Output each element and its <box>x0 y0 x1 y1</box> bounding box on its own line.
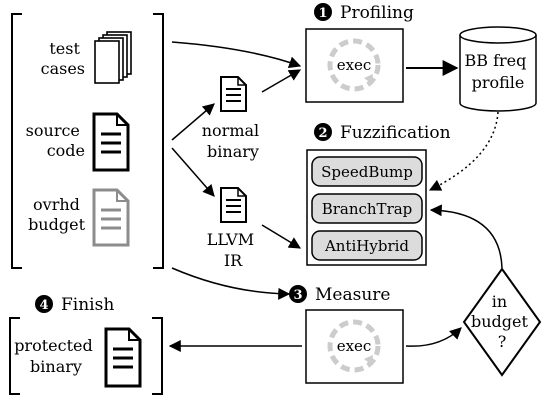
llvm-ir-label: LLVM IR <box>207 230 259 270</box>
step-2-title: Fuzzification <box>340 123 451 143</box>
inputs-group: test cases source code ovrhd budget <box>11 13 164 269</box>
measure-exec-label: exec <box>337 337 372 355</box>
arrow-source-to-normal-binary <box>171 103 215 141</box>
step-3-marker-number: 3 <box>293 288 302 303</box>
protected-binary-label: protected binary <box>14 336 98 376</box>
step-1-title: Profiling <box>340 3 414 23</box>
profiling-exec-label: exec <box>337 56 372 74</box>
inputs-right-bracket <box>153 13 164 269</box>
step-2-heading: 2 Fuzzification <box>314 123 451 143</box>
in-budget-decision <box>462 267 542 377</box>
arrow-normal-binary-to-profiling <box>261 69 302 93</box>
inputs-left-bracket <box>11 13 22 269</box>
step-2-marker-number: 2 <box>318 126 327 141</box>
svg-text:AntiHybrid: AntiHybrid <box>324 237 409 255</box>
test-cases-label: test cases <box>41 39 85 78</box>
output-left-bracket <box>9 317 20 395</box>
arrow-llvm-ir-to-fuzzification <box>261 224 302 249</box>
svg-text:BranchTrap: BranchTrap <box>322 200 413 218</box>
protected-binary-document-icon <box>104 327 142 388</box>
profiling-cycle-icon <box>327 38 381 92</box>
arrow-inputs-to-measure <box>171 267 291 300</box>
source-code-document-icon <box>92 112 130 172</box>
ovrhd-budget-label: ovrhd budget <box>28 195 86 234</box>
bb-freq-profile-label: BB freq profile <box>465 51 532 92</box>
arrow-decision-to-fuzzification <box>429 204 503 269</box>
llvm-ir-document-icon <box>220 187 247 223</box>
step-1-marker <box>314 3 332 21</box>
step-1-heading: 1 Profiling <box>314 3 414 23</box>
technique-antihybrid: AntiHybrid <box>311 230 423 261</box>
in-budget-label: in budget ? <box>471 292 533 351</box>
step-3-marker <box>289 285 307 303</box>
normal-binary-label: normal binary <box>202 121 265 161</box>
svg-text:SpeedBump: SpeedBump <box>321 163 413 181</box>
technique-speedbump: SpeedBump <box>311 156 423 187</box>
arrow-inputs-to-profiling <box>171 41 302 68</box>
measure-cycle-icon <box>327 319 381 373</box>
technique-branchtrap: BranchTrap <box>311 193 423 224</box>
connectors <box>168 41 503 352</box>
test-cases-doc-stack-icon <box>94 31 132 84</box>
step-4-marker-number: 4 <box>39 298 48 313</box>
step-3-heading: 3 Measure <box>289 285 390 305</box>
step-1-marker-number: 1 <box>318 6 327 21</box>
arrow-source-to-llvm-ir <box>171 147 215 197</box>
ovrhd-budget-document-icon <box>92 188 130 247</box>
step-4-marker <box>35 295 53 313</box>
step-3-title: Measure <box>315 285 390 305</box>
source-code-label: source code <box>26 121 85 160</box>
step-4-title: Finish <box>61 295 114 315</box>
normal-binary-document-icon <box>220 76 247 112</box>
bb-freq-profile-database-icon <box>459 26 537 112</box>
step-2-marker <box>314 123 332 141</box>
step-4-heading: 4 Finish <box>35 295 114 315</box>
output-right-bracket <box>152 317 163 395</box>
arrow-measure-to-decision <box>405 327 462 347</box>
